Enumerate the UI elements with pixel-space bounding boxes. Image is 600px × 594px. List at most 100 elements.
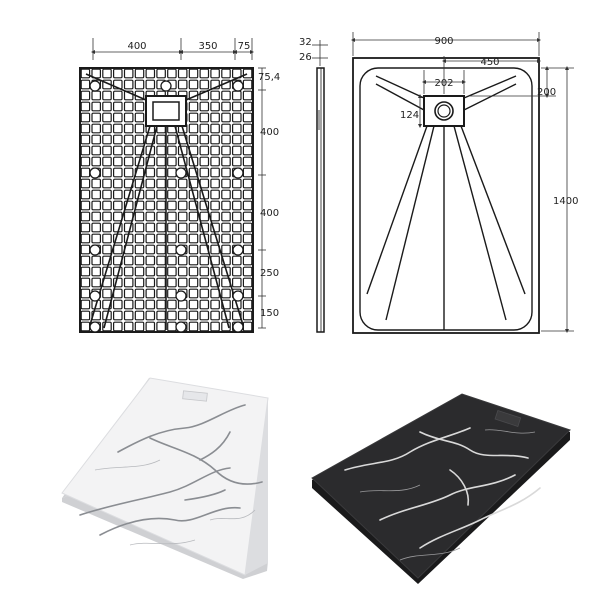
grid-cell xyxy=(156,321,166,332)
grid-cell xyxy=(145,310,156,321)
grid-cell xyxy=(221,112,231,123)
grid-cell xyxy=(188,189,199,200)
grid-cell xyxy=(134,266,145,277)
grid-cell xyxy=(112,68,123,79)
underside-outline xyxy=(79,67,254,333)
grid-cell xyxy=(177,178,188,189)
grid-cell xyxy=(167,321,177,332)
grid-cell xyxy=(134,277,145,288)
grid-cell xyxy=(145,156,156,167)
grid-cell xyxy=(80,156,91,167)
grid-cell xyxy=(210,189,220,200)
grid-cell xyxy=(156,178,166,189)
top-view xyxy=(352,57,540,334)
grid-cell xyxy=(156,233,166,244)
grid-cell xyxy=(80,211,91,222)
grid-cell xyxy=(145,200,156,211)
grid-cell xyxy=(242,79,253,90)
grid-cell xyxy=(199,123,210,134)
grid-cell xyxy=(232,189,242,200)
dim-top-350: 350 xyxy=(198,41,217,52)
grid-cell xyxy=(177,189,188,200)
grid-cell xyxy=(80,101,91,112)
grid-cell xyxy=(102,299,112,310)
grid-cell xyxy=(232,101,242,112)
grid-cell xyxy=(242,123,253,134)
grid-cell xyxy=(210,178,220,189)
grid-cell xyxy=(210,200,220,211)
grid-cell xyxy=(242,90,253,101)
grid-cell xyxy=(102,200,112,211)
dim-right-150: 150 xyxy=(260,308,279,319)
grid-cell xyxy=(80,189,91,200)
grid-cell xyxy=(210,134,220,145)
grid-cell xyxy=(156,299,166,310)
grid-cell xyxy=(167,255,177,266)
grid-cell xyxy=(167,299,177,310)
grid-cell xyxy=(145,244,156,255)
grid-cell xyxy=(221,321,231,332)
grid-cell xyxy=(232,145,242,156)
grid-cell xyxy=(199,299,210,310)
grid-cell xyxy=(112,299,123,310)
grid-cell xyxy=(242,233,253,244)
grid-cell xyxy=(102,310,112,321)
grid-cell xyxy=(167,244,177,255)
underside-drain-box xyxy=(145,95,187,127)
grid-cell xyxy=(199,255,210,266)
grid-cell xyxy=(221,288,231,299)
grid-cell xyxy=(123,321,134,332)
grid-cell xyxy=(145,222,156,233)
grid-cell xyxy=(210,112,220,123)
grid-cell xyxy=(134,200,145,211)
grid-cell xyxy=(156,211,166,222)
grid-cell xyxy=(91,178,101,189)
grid-cell xyxy=(242,266,253,277)
grid-cell xyxy=(199,112,210,123)
support-foot xyxy=(175,321,187,333)
support-grid xyxy=(80,68,253,332)
grid-cell xyxy=(156,255,166,266)
dim-drain-offset-200: 200 xyxy=(537,87,556,98)
grid-cell xyxy=(123,266,134,277)
grid-cell xyxy=(112,178,123,189)
grid-cell xyxy=(221,211,231,222)
grid-cell xyxy=(188,167,199,178)
top-dimensions xyxy=(351,32,574,333)
underside-drain-inner xyxy=(152,101,180,121)
support-foot xyxy=(89,244,101,256)
grid-cell xyxy=(134,310,145,321)
grid-cell xyxy=(134,79,145,90)
grid-cell xyxy=(167,211,177,222)
grid-cell xyxy=(112,200,123,211)
grid-cell xyxy=(80,222,91,233)
grid-cell xyxy=(210,101,220,112)
profile-dimensions xyxy=(312,40,328,66)
support-foot xyxy=(232,167,244,179)
grid-cell xyxy=(177,211,188,222)
grid-cell xyxy=(221,90,231,101)
grid-cell xyxy=(167,200,177,211)
grid-cell xyxy=(91,189,101,200)
grid-cell xyxy=(199,167,210,178)
grid-cell xyxy=(221,178,231,189)
grid-cell xyxy=(167,310,177,321)
top-slope-lines xyxy=(366,75,526,330)
grid-cell xyxy=(102,211,112,222)
grid-cell xyxy=(80,277,91,288)
grid-cell xyxy=(80,310,91,321)
dim-top-75: 75 xyxy=(238,41,251,52)
support-foot xyxy=(175,290,187,302)
grid-cell xyxy=(188,134,199,145)
grid-cell xyxy=(102,156,112,167)
dim-right-400-b: 400 xyxy=(260,208,279,219)
grid-cell xyxy=(123,112,134,123)
grid-cell xyxy=(242,167,253,178)
grid-cell xyxy=(199,321,210,332)
grid-cell xyxy=(80,200,91,211)
grid-cell xyxy=(188,299,199,310)
grid-cell xyxy=(134,178,145,189)
grid-cell xyxy=(102,222,112,233)
grid-cell xyxy=(242,310,253,321)
